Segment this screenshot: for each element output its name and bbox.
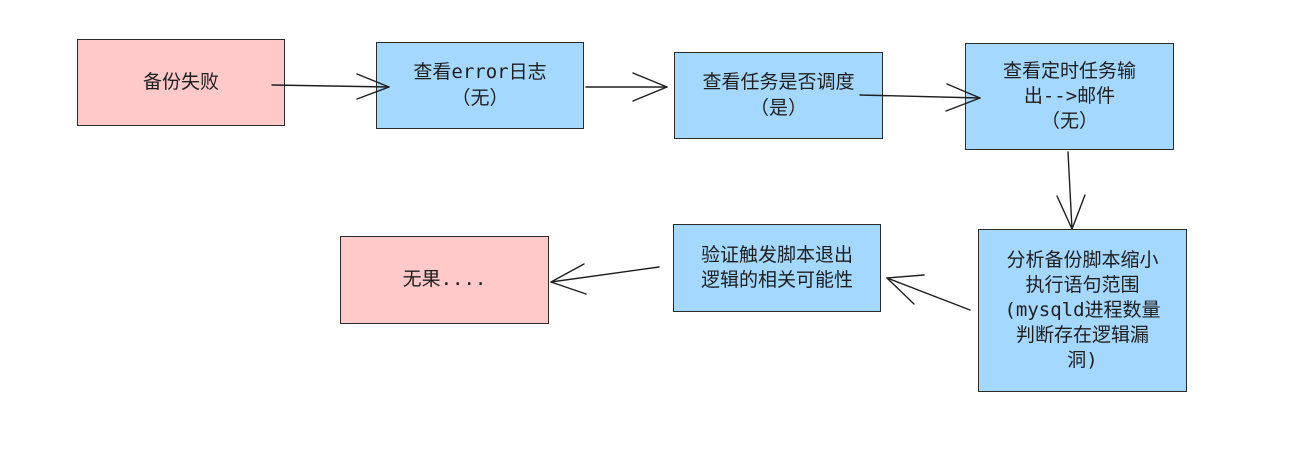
node-check-error-log-label: 查看error日志 （无） — [413, 61, 547, 109]
node-check-cron-mail-label: 查看定时任务输 出-->邮件 （无） — [1002, 59, 1136, 133]
node-no-result-label: 无果.... — [402, 268, 487, 291]
node-analyze-script-label: 分析备份脚本缩小 执行语句范围 (mysqld进程数量 判断存在逻辑漏 洞) — [1004, 248, 1161, 372]
node-check-task-schedule: 查看任务是否调度 （是） — [674, 52, 883, 139]
edge-analyze-to-verify — [886, 274, 971, 311]
edge-verify-to-noresult — [550, 263, 660, 295]
edge-schedule-to-cron — [859, 83, 981, 112]
edge-cron-to-analyze — [1056, 151, 1086, 230]
node-check-task-schedule-label: 查看任务是否调度 （是） — [702, 71, 855, 119]
node-no-result: 无果.... — [340, 236, 549, 324]
node-check-cron-mail: 查看定时任务输 出-->邮件 （无） — [965, 43, 1174, 150]
node-check-error-log: 查看error日志 （无） — [376, 42, 584, 129]
node-backup-failed: 备份失败 — [77, 39, 285, 126]
edge-backup-to-errorlog — [271, 73, 390, 100]
node-verify-logic: 验证触发脚本退出 逻辑的相关可能性 — [673, 224, 881, 312]
node-verify-logic-label: 验证触发脚本退出 逻辑的相关可能性 — [700, 243, 853, 291]
edge-errorlog-to-schedule — [585, 72, 668, 102]
node-backup-failed-label: 备份失败 — [142, 70, 219, 93]
node-analyze-script: 分析备份脚本缩小 执行语句范围 (mysqld进程数量 判断存在逻辑漏 洞) — [978, 229, 1187, 392]
